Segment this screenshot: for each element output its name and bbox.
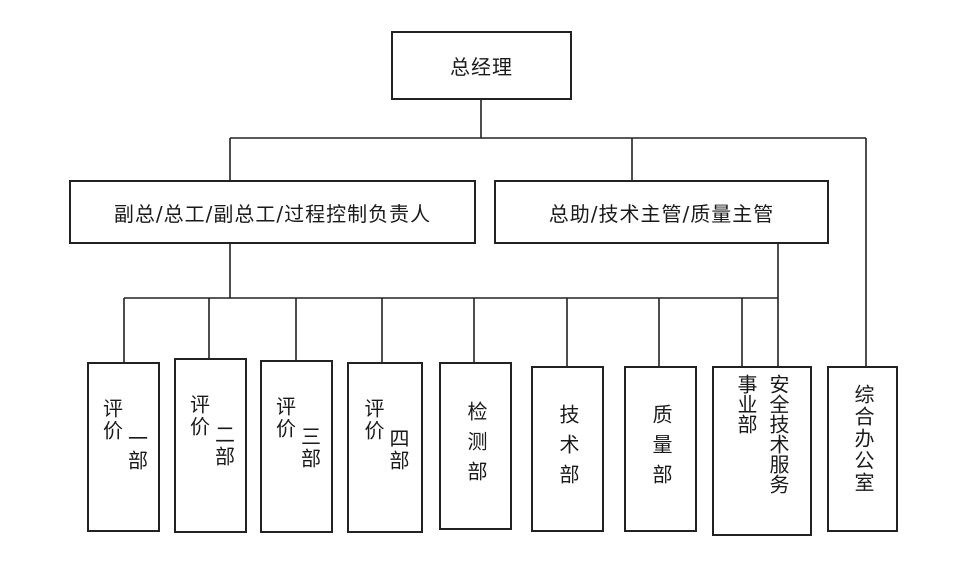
node-testing-dept: 检测部: [439, 362, 512, 530]
node-eval-dept-2: 评价 二部: [174, 358, 247, 533]
node-eval-dept-4-label-bottom: 四部: [386, 428, 410, 472]
node-eval-dept-4-label-top: 评价: [361, 398, 385, 442]
node-quality-dept: 质量部: [624, 366, 697, 532]
node-safety-service-dept-label-b: 事业部: [734, 374, 758, 434]
node-assistant: 总助/技术主管/质量主管: [494, 180, 829, 244]
node-deputy-label: 副总/总工/副总工/过程控制负责人: [113, 201, 432, 226]
node-eval-dept-3: 评价 三部: [260, 360, 333, 533]
node-general-office: 综合办公室: [827, 366, 898, 532]
node-deputy: 副总/总工/副总工/过程控制负责人: [69, 180, 476, 244]
node-eval-dept-4: 评价 四部: [347, 362, 423, 533]
node-assistant-label: 总助/技术主管/质量主管: [548, 201, 775, 226]
node-eval-dept-2-label-bottom: 二部: [211, 424, 236, 468]
node-testing-dept-label: 检测部: [464, 401, 488, 491]
node-general-manager: 总经理: [391, 31, 572, 100]
node-eval-dept-1-label-bottom: 一部: [124, 428, 149, 472]
node-eval-dept-3-label-top: 评价: [272, 396, 297, 440]
node-eval-dept-1: 评价 一部: [87, 362, 160, 532]
node-general-manager-label: 总经理: [450, 55, 513, 79]
node-general-office-label: 综合办公室: [851, 384, 875, 494]
node-tech-dept: 技术部: [531, 366, 604, 532]
node-quality-dept-label: 质量部: [649, 404, 673, 494]
node-safety-service-dept-label-a: 安全技术服务: [766, 374, 790, 494]
node-eval-dept-3-label-bottom: 三部: [297, 426, 322, 470]
node-safety-service-dept: 安全技术服务 事业部: [712, 366, 812, 536]
node-eval-dept-2-label-top: 评价: [186, 394, 211, 438]
node-eval-dept-1-label-top: 评价: [99, 398, 124, 442]
node-tech-dept-label: 技术部: [556, 404, 580, 494]
